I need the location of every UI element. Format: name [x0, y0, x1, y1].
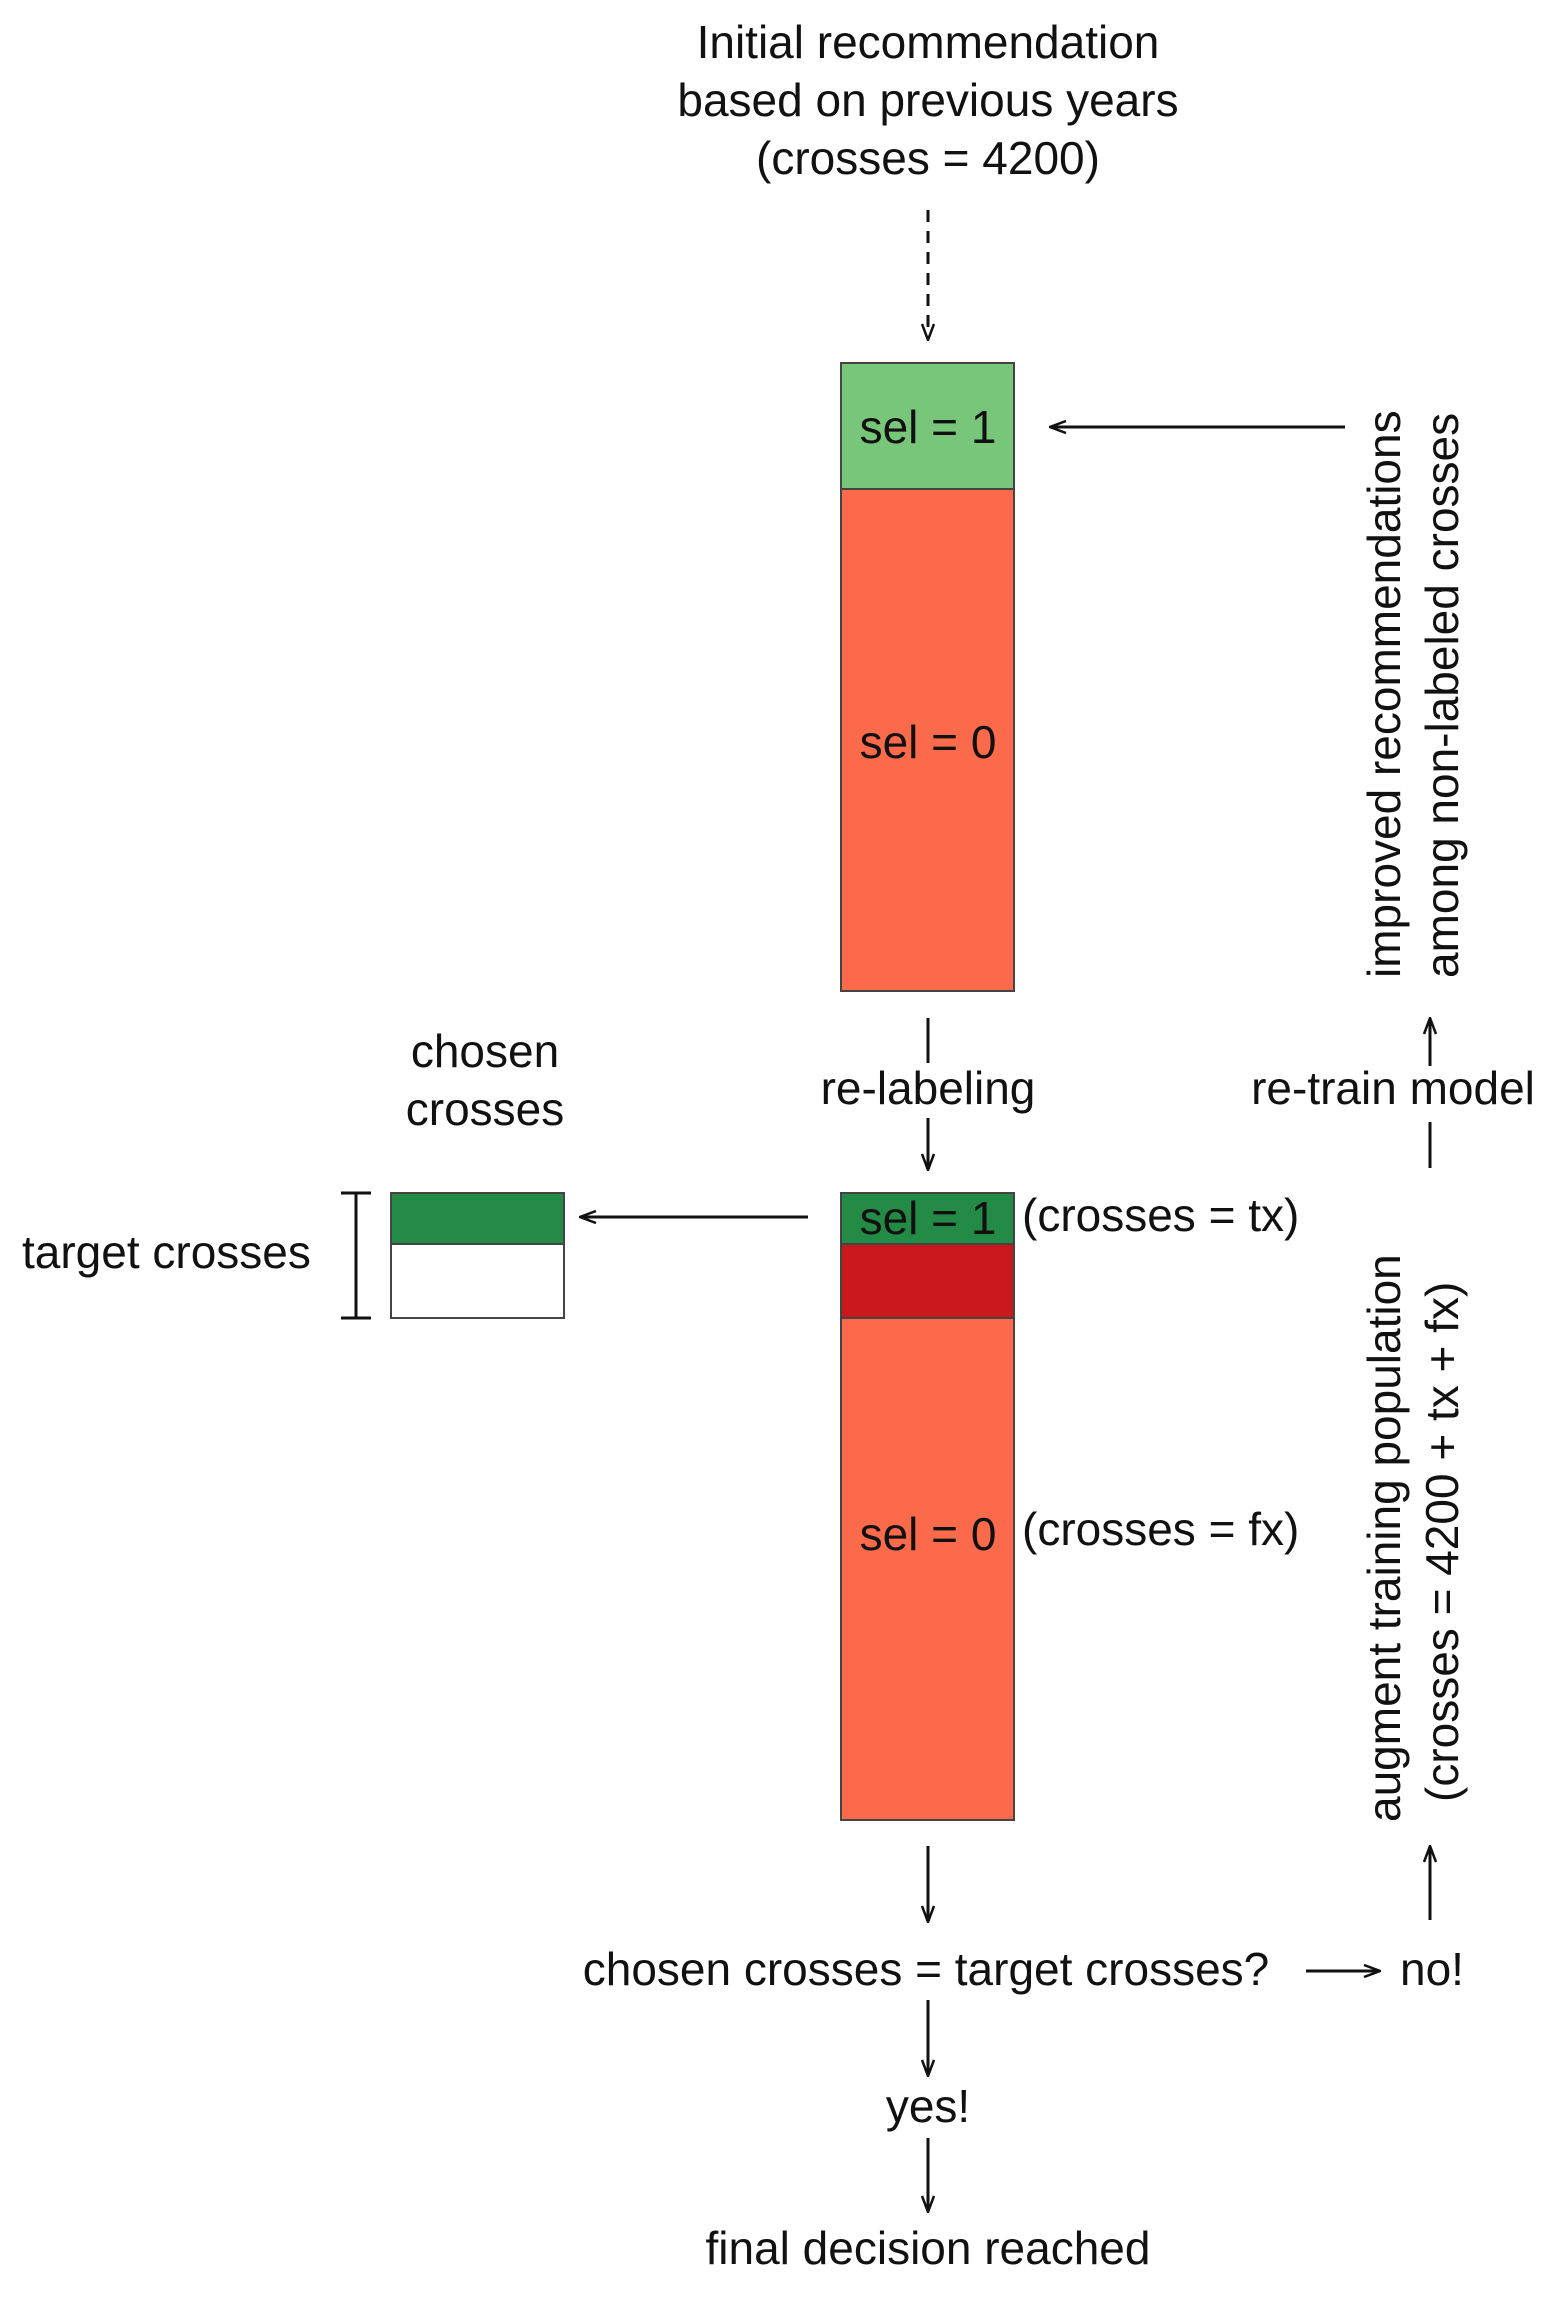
augment-training-line-1: augment training population: [1358, 1254, 1410, 1822]
top-bar-sel0-label: sel = 0: [860, 716, 997, 768]
initial-recommendation-line-1: Initial recommendation: [697, 16, 1160, 68]
improved-recommendations-line-2: among non-labeled crosses: [1416, 413, 1468, 978]
bottom-bar-sel0-segment: [840, 1317, 1015, 1821]
chosen-box-empty: [390, 1243, 565, 1319]
initial-recommendation-line-2: based on previous years: [677, 74, 1178, 126]
initial-recommendation-line-3: (crosses = 4200): [756, 132, 1100, 184]
retrain-label: re-train model: [1251, 1062, 1535, 1114]
question-label: chosen crosses = target crosses?: [583, 1943, 1270, 1995]
target-crosses-label: target crosses: [22, 1226, 311, 1278]
yes-label: yes!: [886, 2080, 970, 2132]
chosen-crosses-line-2: crosses: [406, 1083, 564, 1135]
relabeling-label: re-labeling: [821, 1062, 1036, 1114]
bottom-bar-misclassified-segment: [840, 1243, 1015, 1319]
bottom-bar-sel1-segment: [840, 1192, 1015, 1245]
bottom-bar-sel0-note: (crosses = fx): [1022, 1503, 1299, 1555]
improved-recommendations-line-1: improved recommendations: [1358, 410, 1410, 978]
bottom-bar-sel0-label: sel = 0: [860, 1508, 997, 1560]
no-label: no!: [1400, 1943, 1464, 1995]
chosen-box-filled: [390, 1192, 565, 1245]
final-decision-label: final decision reached: [706, 2222, 1151, 2274]
bottom-bar-sel1-note: (crosses = tx): [1022, 1189, 1299, 1241]
top-bar-sel1-label: sel = 1: [860, 401, 997, 453]
augment-training-line-2: (crosses = 4200 + tx + fx): [1416, 1282, 1468, 1802]
bottom-bar-sel1-label: sel = 1: [860, 1192, 997, 1244]
top-bar-sel0-segment: [840, 488, 1015, 992]
chosen-crosses-line-1: chosen: [411, 1025, 559, 1077]
target-crosses-bracket: [341, 1191, 371, 1320]
